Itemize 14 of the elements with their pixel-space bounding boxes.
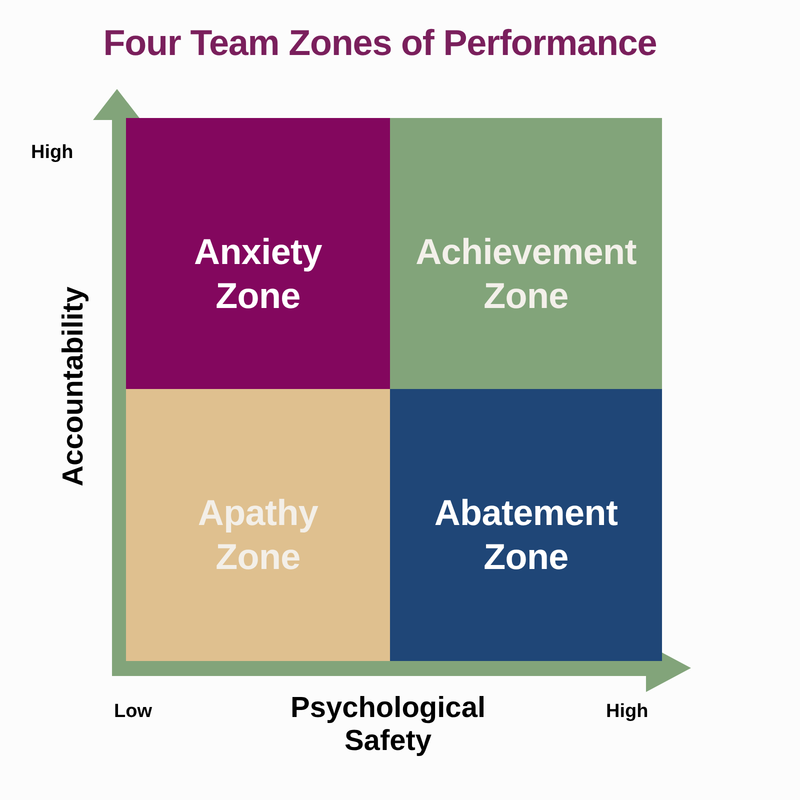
axis-tick-label: High xyxy=(31,142,74,164)
zone-label: Achievement Zone xyxy=(414,230,638,318)
axis-tick-label: High xyxy=(606,701,648,723)
zone-label: Anxiety Zone xyxy=(193,230,323,318)
axis-tick-label: Low xyxy=(114,701,152,723)
zone-label: Abatement Zone xyxy=(433,491,619,579)
zone-label: Apathy Zone xyxy=(196,491,320,579)
chart-title: Four Team Zones of Performance xyxy=(102,22,658,64)
quadrant xyxy=(390,389,662,661)
quadrant xyxy=(126,118,390,389)
axis-title: Accountability xyxy=(59,286,88,486)
axis-title: Psychological Safety xyxy=(289,692,486,758)
quadrant xyxy=(126,389,390,661)
quadrant xyxy=(390,118,662,389)
